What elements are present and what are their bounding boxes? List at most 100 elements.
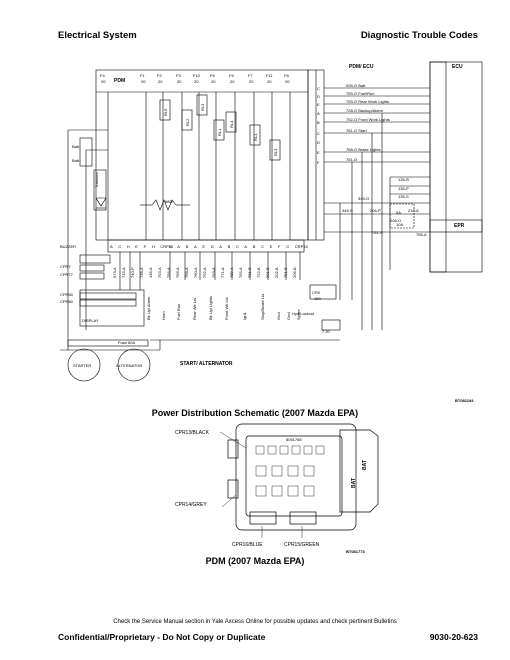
function-label: Stop/Brake Lts xyxy=(260,294,265,320)
connector-pin: H xyxy=(152,244,155,249)
wire-number: 756-A xyxy=(166,267,171,278)
relay-label: RL3 xyxy=(200,103,205,111)
starter-label: STARTER xyxy=(73,363,91,368)
wire-number: 973-A xyxy=(112,267,117,278)
connector-pin: C xyxy=(286,244,289,249)
fuse-name: F8 xyxy=(284,73,289,78)
schematic-figure-id: BT081194 xyxy=(455,398,474,403)
wire-number: 755-A xyxy=(238,267,243,278)
connector-pin: C xyxy=(236,244,239,249)
wire-label: 751-S xyxy=(372,230,383,235)
left-component-label: CPR60 xyxy=(60,299,74,304)
header-section: Diagnostic Trouble Codes xyxy=(360,30,478,41)
cpr15-label: CPR15/GREEN xyxy=(284,542,320,548)
wire-number: 769-A xyxy=(175,267,180,278)
wire-label: 136-P xyxy=(398,186,409,191)
relay-label: RL2 xyxy=(185,118,190,126)
hyd-lockout-label: Hyd Lockout xyxy=(292,311,315,316)
ecu-title: PDM/ ECU xyxy=(349,64,374,70)
connector-pin: B xyxy=(253,244,256,249)
wire-label: 10A xyxy=(396,222,403,227)
left-component-label: Batt xyxy=(72,158,80,163)
epr-label: EPR xyxy=(454,223,465,229)
function-label: Gnd xyxy=(276,312,281,320)
fuse-name: F11 xyxy=(266,73,273,78)
wire-number: 201-B xyxy=(265,267,270,278)
wire-label: 206-P xyxy=(370,208,381,213)
pdm-label: PDM xyxy=(114,78,125,84)
ecu-wire-label: 005-O Batt xyxy=(346,83,366,88)
service-notice: Check the Service Manual section in Yale… xyxy=(113,619,397,625)
wire-number: 753-A xyxy=(157,267,162,278)
fuse60-label: Fuse 60A xyxy=(118,340,135,345)
function-label: Fuel Run xyxy=(176,304,181,320)
fuse-amperage: 30 xyxy=(177,79,182,84)
left-component-label: Batt xyxy=(72,144,80,149)
fuse-name: F1 xyxy=(140,73,145,78)
fuse-amperage: 20 xyxy=(194,79,199,84)
ecu-wire-label: 728-O Backup/Alarm xyxy=(346,108,384,113)
ecu-wire-label: 768-O Brake Lights xyxy=(346,147,380,152)
connector-pin: E xyxy=(135,244,138,249)
connector-pin: C xyxy=(261,244,264,249)
wire-label: 765-A xyxy=(416,232,427,237)
function-label: Bk Up/ Lights xyxy=(208,296,213,320)
cp8-value: 150 xyxy=(314,296,321,301)
ecu-pin: B xyxy=(317,120,320,125)
connector-pin: A xyxy=(244,244,247,249)
ecu-wire-label: 793-O Rear Work Lights xyxy=(346,99,389,104)
wire-label: 135-S xyxy=(398,194,409,199)
fuse-name: F10 xyxy=(193,73,201,78)
pdm-caption: PDM (2007 Mazda EPA) xyxy=(205,556,305,566)
connector-pin: CRP10 xyxy=(160,244,174,249)
connector-pin: C xyxy=(118,244,121,249)
schematic-caption: Power Distribution Schematic (2007 Mazda… xyxy=(151,408,359,418)
function-label: Horn xyxy=(161,311,166,320)
power-distribution-schematic: PDM PDM/ ECU ECU EPR 68Ω F420F120F220F33… xyxy=(60,61,483,403)
connector-pin: E xyxy=(202,244,205,249)
connector-pin: F xyxy=(278,244,281,249)
bat-side-label: BAT xyxy=(351,478,357,488)
cpr13-label: CPR13/BLACK xyxy=(175,430,210,436)
wire-label: 349-O xyxy=(358,196,369,201)
wire-label: 349-S xyxy=(342,208,353,213)
wire-number: 761-B xyxy=(247,267,252,278)
left-component-label: CPR50 xyxy=(60,292,74,297)
fuse-amperage: 20 xyxy=(285,79,290,84)
bat-top-label: BAT xyxy=(362,460,368,470)
pdm-diagram: CPR13/BLACK CPR14/GREY CPR16/BLUE CPR15/… xyxy=(175,423,379,554)
function-label: Rear Wk Lts xyxy=(192,298,197,320)
wire-number: 738-A xyxy=(139,267,144,278)
pdm-part-number: 8051788 xyxy=(286,437,302,442)
fuse-amperage: 20 xyxy=(101,79,106,84)
fuse-amperage: 20 xyxy=(141,79,146,84)
resistor-label: 68Ω xyxy=(165,199,172,204)
function-label: Bk Up/ Alarm xyxy=(146,296,151,320)
left-component-label: CPR77 xyxy=(60,272,74,277)
cpr16-label: CPR16/BLUE xyxy=(232,542,263,548)
ecu-wire-label: 751-O xyxy=(346,157,357,162)
wire-number: 206-B xyxy=(292,267,297,278)
connector-pin: H xyxy=(127,244,130,249)
value-720: 7.20 xyxy=(322,329,331,334)
fuse-name: F5 xyxy=(229,73,234,78)
fuse-name: F6 xyxy=(210,73,215,78)
wire-number: 771-A xyxy=(220,267,225,278)
wire-label: 206-O xyxy=(390,218,401,223)
connector-pin: A xyxy=(194,244,197,249)
fuse-amperage: 20 xyxy=(211,79,216,84)
connector-pin: F xyxy=(144,244,147,249)
fuse-name: F4 xyxy=(100,73,105,78)
buzzer-label: BUZZER xyxy=(60,244,76,249)
ecu-pin: A xyxy=(317,111,320,116)
connector-pin: B xyxy=(228,244,231,249)
ecu-side-label: ECU xyxy=(452,64,463,70)
relay-label: RL1 xyxy=(217,128,222,136)
ecu-pin: E xyxy=(317,150,320,155)
wire-number: 792-A xyxy=(202,267,207,278)
cpr14-label: CPR14/GREY xyxy=(175,502,207,508)
connector-pin: A xyxy=(177,244,180,249)
ecu-pin: F xyxy=(317,160,320,165)
function-label: Gnd xyxy=(286,312,291,320)
fuse-amperage: 20 xyxy=(230,79,235,84)
